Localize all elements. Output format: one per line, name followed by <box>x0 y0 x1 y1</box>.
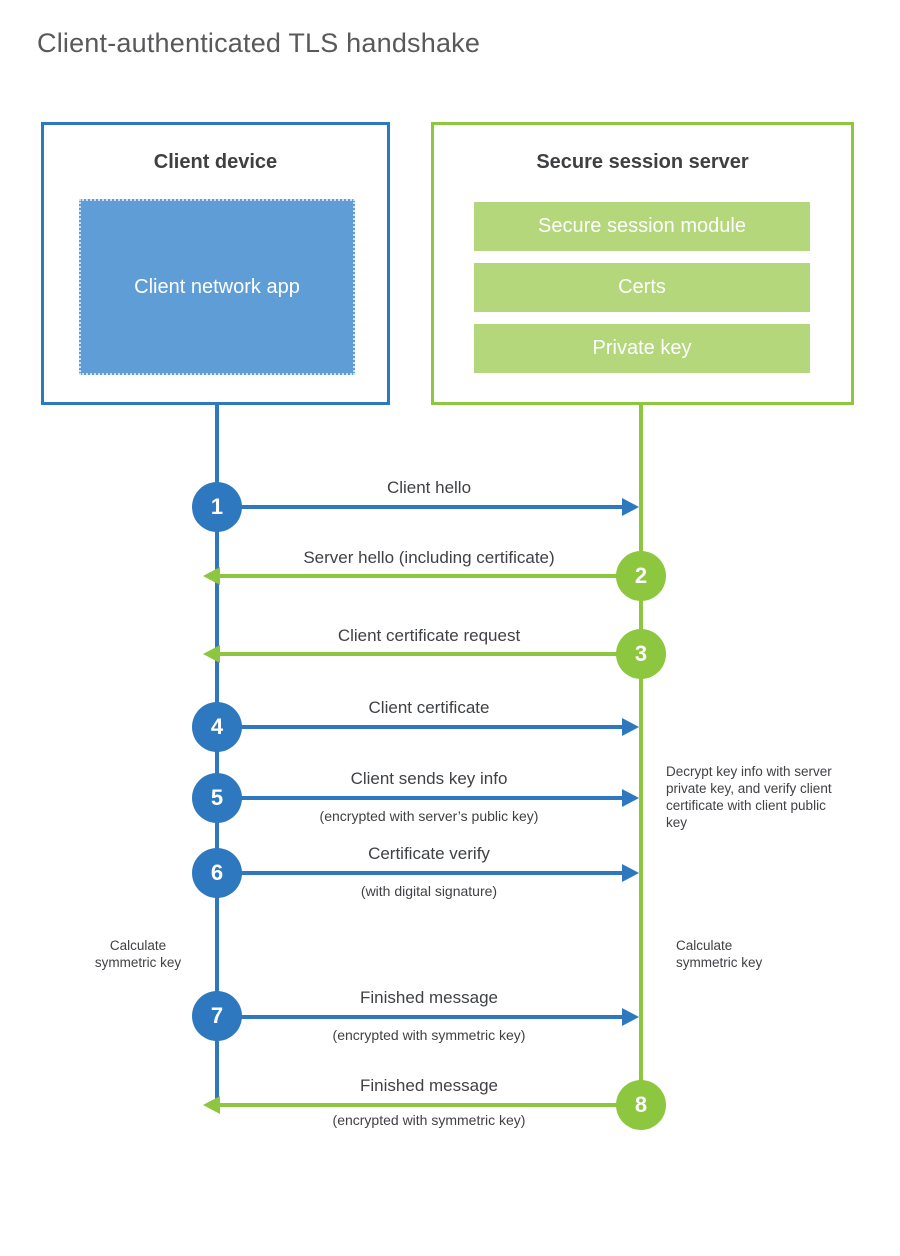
step-3-number: 3 <box>634 641 648 666</box>
step-3-label: Client certificate request <box>337 626 521 645</box>
step-1-badge: 1 <box>192 482 242 532</box>
calculate-symmetric-key-client-note: Calculate symmetric key <box>94 938 182 970</box>
step-5-badge: 5 <box>192 773 242 823</box>
secure-session-server-title: Secure session server <box>536 151 749 173</box>
client-device-title: Client device <box>153 151 278 173</box>
step-6-number: 6 <box>210 860 224 885</box>
client-device-box: Client device Client network app <box>41 122 390 405</box>
step-2-label: Server hello (including certificate) <box>303 548 555 567</box>
step-4-arrow <box>219 718 639 736</box>
page-title: Client-authenticated TLS handshake <box>37 28 481 58</box>
step-5-number: 5 <box>210 785 224 810</box>
step-7-sublabel: (encrypted with symmetric key) <box>332 1027 526 1043</box>
step-7-arrow <box>219 1008 639 1026</box>
step-5-label: Client sends key info <box>350 769 508 788</box>
step-4-number: 4 <box>210 714 224 739</box>
step-1-number: 1 <box>210 494 224 519</box>
arrowhead-left-icon <box>203 567 220 585</box>
step-1-arrow <box>219 498 639 516</box>
step-2-arrow <box>203 567 623 585</box>
arrowhead-right-icon <box>622 789 639 807</box>
step-2-badge: 2 <box>616 551 666 601</box>
arrowhead-right-icon <box>622 718 639 736</box>
arrowhead-left-icon <box>203 1096 220 1114</box>
step-3-arrow <box>203 645 623 663</box>
step-5-sublabel: (encrypted with server’s public key) <box>319 808 539 824</box>
step-1-label: Client hello <box>386 478 472 497</box>
step-8-sublabel: (encrypted with symmetric key) <box>332 1112 526 1128</box>
certs-bar: Certs <box>474 263 810 312</box>
client-network-app-box: Client network app <box>79 199 355 375</box>
step-7-number: 7 <box>210 1003 224 1028</box>
step-7-badge: 7 <box>192 991 242 1041</box>
secure-session-server-box: Secure session server Secure session mod… <box>431 122 854 405</box>
step-8-badge: 8 <box>616 1080 666 1130</box>
step-3-badge: 3 <box>616 629 666 679</box>
step-8-arrow <box>203 1096 623 1114</box>
step-4-label: Client certificate <box>368 698 490 717</box>
private-key-bar: Private key <box>474 324 810 373</box>
arrowhead-right-icon <box>622 1008 639 1026</box>
step-6-arrow <box>219 864 639 882</box>
arrowhead-right-icon <box>622 498 639 516</box>
step-8-number: 8 <box>634 1092 648 1117</box>
client-network-app-label: Client network app <box>134 276 300 298</box>
server-lifeline <box>639 405 643 1107</box>
step-8-label: Finished message <box>360 1076 498 1095</box>
decrypt-key-note: Decrypt key info with server private key… <box>666 764 832 830</box>
arrowhead-left-icon <box>203 645 220 663</box>
step-6-label: Certificate verify <box>368 844 490 863</box>
calculate-symmetric-key-server-note: Calculate symmetric key <box>676 938 763 970</box>
step-4-badge: 4 <box>192 702 242 752</box>
client-lifeline <box>215 405 219 1107</box>
step-5-arrow <box>219 789 639 807</box>
step-7-label: Finished message <box>360 988 498 1007</box>
step-2-number: 2 <box>634 563 648 588</box>
secure-session-module-bar: Secure session module <box>474 202 810 251</box>
step-6-sublabel: (with digital signature) <box>360 883 498 899</box>
arrowhead-right-icon <box>622 864 639 882</box>
step-6-badge: 6 <box>192 848 242 898</box>
